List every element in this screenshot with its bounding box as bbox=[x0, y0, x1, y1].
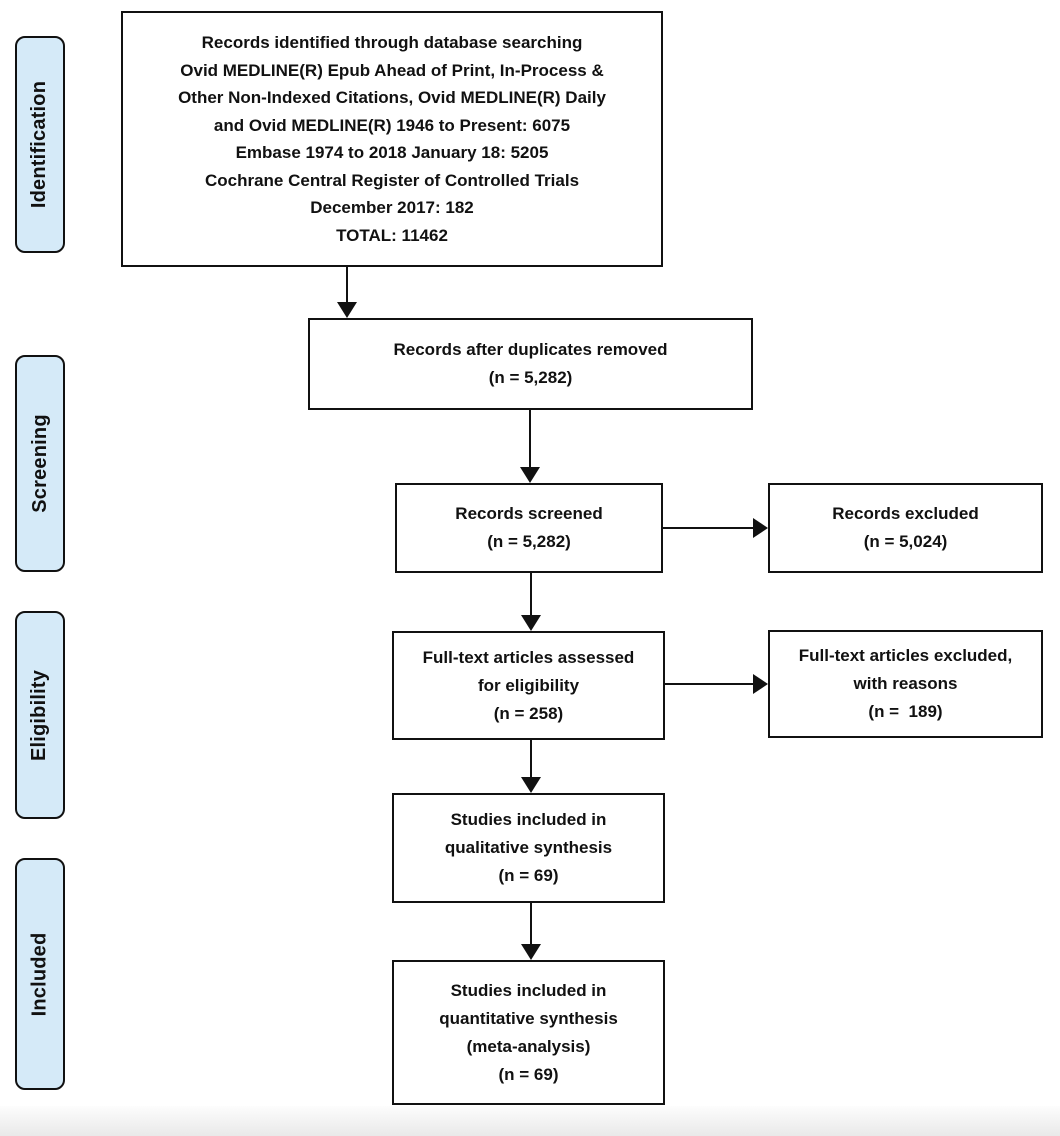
arrow-duplicates-to-screened-line bbox=[529, 410, 531, 469]
arrow-fulltext-to-excluded-head bbox=[753, 674, 768, 694]
fulltext-assessed-line: for eligibility bbox=[477, 675, 580, 695]
box-records-identified: Records identified through database sear… bbox=[121, 11, 663, 267]
arrow-screened-to-fulltext-head bbox=[521, 615, 541, 631]
fulltext-excluded-line: with reasons bbox=[853, 674, 958, 693]
arrow-fulltext-to-qualitative-line bbox=[530, 740, 532, 779]
arrow-identified-to-duplicates-line bbox=[346, 267, 348, 304]
fulltext-excluded-line: Full-text articles excluded, bbox=[798, 646, 1013, 665]
qualitative-synthesis-line: qualitative synthesis bbox=[444, 838, 613, 857]
records-identified-line: Ovid MEDLINE(R) Epub Ahead of Print, In-… bbox=[180, 60, 604, 80]
page-bottom-shade bbox=[0, 1106, 1060, 1136]
stage-eligibility: Eligibility bbox=[15, 611, 65, 819]
stage-identification: Identification bbox=[15, 36, 65, 253]
stage-eligibility-label: Eligibility bbox=[28, 669, 51, 761]
records-excluded-line: Records excluded bbox=[832, 504, 979, 523]
arrow-fulltext-to-qualitative-head bbox=[521, 777, 541, 793]
arrow-qualitative-to-quantitative-head bbox=[521, 944, 541, 960]
box-records-screened: Records screened (n = 5,282) bbox=[395, 483, 663, 573]
box-duplicates-removed: Records after duplicates removed (n = 5,… bbox=[308, 318, 753, 410]
quantitative-synthesis-line: (meta-analysis) bbox=[466, 1036, 591, 1056]
stage-included-label: Included bbox=[28, 932, 51, 1016]
arrow-screened-to-fulltext-line bbox=[530, 573, 532, 617]
box-fulltext-excluded: Full-text articles excluded, with reason… bbox=[768, 630, 1043, 738]
records-screened-line: Records screened bbox=[455, 504, 603, 523]
records-identified-line: Records identified through database sear… bbox=[201, 33, 583, 52]
fulltext-excluded-count: (n = 189) bbox=[868, 702, 943, 721]
stage-screening: Screening bbox=[15, 355, 65, 572]
arrow-duplicates-to-screened-head bbox=[520, 467, 540, 483]
qualitative-synthesis-line: Studies included in bbox=[450, 810, 607, 829]
fulltext-assessed-count: (n = 258) bbox=[493, 703, 564, 723]
arrow-identified-to-duplicates-head bbox=[337, 302, 357, 318]
records-screened-count: (n = 5,282) bbox=[487, 532, 571, 551]
box-records-excluded: Records excluded (n = 5,024) bbox=[768, 483, 1043, 573]
arrow-screened-to-excluded-line bbox=[663, 527, 755, 529]
stage-included: Included bbox=[15, 858, 65, 1090]
fulltext-assessed-line: Full-text articles assessed bbox=[422, 647, 635, 667]
records-identified-line: December 2017: 182 bbox=[310, 198, 474, 217]
stage-identification-label: Identification bbox=[28, 80, 51, 209]
records-identified-line: TOTAL: 11462 bbox=[336, 225, 448, 245]
quantitative-synthesis-line: Studies included in bbox=[450, 980, 607, 1000]
quantitative-synthesis-line: quantitative synthesis bbox=[439, 1008, 618, 1028]
qualitative-synthesis-count: (n = 69) bbox=[498, 866, 559, 885]
duplicates-removed-line: Records after duplicates removed bbox=[393, 340, 668, 359]
records-excluded-count: (n = 5,024) bbox=[863, 532, 948, 551]
quantitative-synthesis-count: (n = 69) bbox=[498, 1064, 559, 1084]
box-fulltext-assessed: Full-text articles assessed for eligibil… bbox=[392, 631, 665, 740]
arrow-fulltext-to-excluded-line bbox=[665, 683, 755, 685]
arrow-screened-to-excluded-head bbox=[753, 518, 768, 538]
records-identified-line: Embase 1974 to 2018 January 18: 5205 bbox=[235, 143, 549, 162]
duplicates-removed-count: (n = 5,282) bbox=[488, 368, 573, 387]
box-qualitative-synthesis: Studies included in qualitative synthesi… bbox=[392, 793, 665, 903]
records-identified-line: Other Non-Indexed Citations, Ovid MEDLIN… bbox=[178, 88, 606, 107]
box-quantitative-synthesis: Studies included in quantitative synthes… bbox=[392, 960, 665, 1105]
arrow-qualitative-to-quantitative-line bbox=[530, 903, 532, 946]
records-identified-line: Cochrane Central Register of Controlled … bbox=[204, 170, 580, 190]
stage-screening-label: Screening bbox=[28, 414, 51, 513]
records-identified-line: and Ovid MEDLINE(R) 1946 to Present: 607… bbox=[213, 115, 571, 135]
